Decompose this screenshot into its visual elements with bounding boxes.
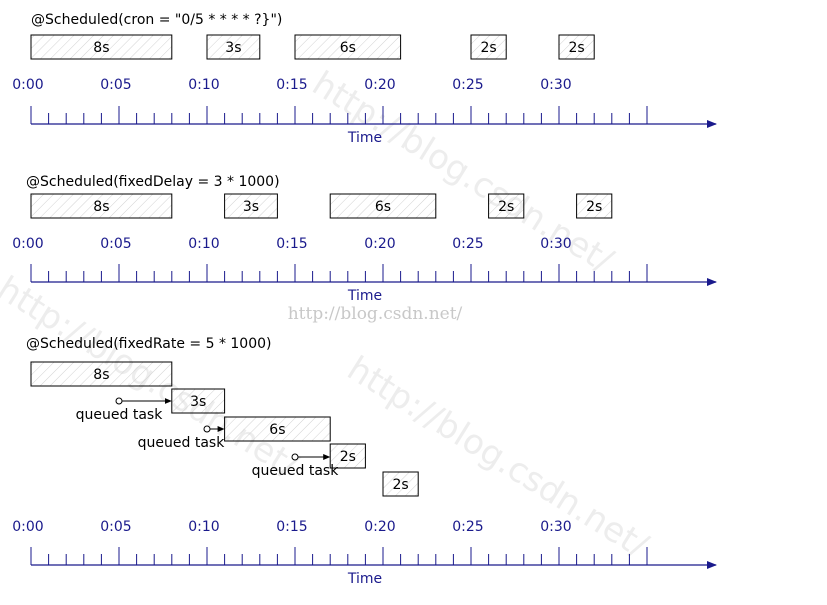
task-stack: 8s 3s 6s 2s 2s (30, 361, 419, 497)
tick-label: 0:20 (364, 77, 395, 93)
task-box (558, 34, 595, 60)
task-box (488, 193, 525, 219)
queued-task-label: queued task (252, 463, 340, 479)
tick-label: 0:15 (276, 519, 307, 535)
queued-task-label: queued task (138, 435, 226, 451)
task-box (470, 34, 507, 60)
task-duration-label: 2s (498, 199, 514, 215)
task-duration-label: 2s (340, 449, 356, 465)
tick-label: 0:05 (100, 77, 131, 93)
task-box (382, 471, 419, 497)
watermark-text: http://blog.csdn.net/ (288, 304, 463, 324)
task-duration-label: 6s (375, 199, 391, 215)
tick-label: 0:15 (276, 77, 307, 93)
tick-label: 0:10 (188, 519, 219, 535)
tick-label: 0:00 (12, 236, 43, 252)
queued-origin-dot (291, 453, 299, 461)
section-cron: @Scheduled(cron = "0/5 * * * * ?}") 8s 3s… (12, 12, 717, 146)
tick-label: 0:20 (364, 236, 395, 252)
task-box (224, 416, 331, 442)
task-duration-label: 8s (93, 40, 109, 56)
tick-label: 0:30 (540, 236, 571, 252)
tick-label: 0:25 (452, 519, 483, 535)
tick-label: 0:05 (100, 519, 131, 535)
task-duration-label: 6s (269, 422, 285, 438)
task-duration-label: 2s (568, 40, 584, 56)
tick-label: 0:15 (276, 236, 307, 252)
task-duration-label: 2s (586, 199, 602, 215)
task-box (171, 388, 226, 414)
section-fixed-delay: @Scheduled(fixedDelay = 3 * 1000) 8s 3s 6s… (12, 174, 717, 304)
task-duration-label: 3s (190, 394, 206, 410)
task-box (30, 193, 173, 219)
axis-label-time: Time (347, 288, 382, 304)
section-title: @Scheduled(fixedRate = 5 * 1000) (26, 336, 272, 352)
tick-label: 0:25 (452, 236, 483, 252)
axis-label-time: Time (347, 130, 382, 146)
task-row: 8s 3s 6s 2s 2s (30, 34, 595, 60)
task-box (30, 361, 173, 387)
queued-origin-dot (115, 397, 123, 405)
task-duration-label: 3s (243, 199, 259, 215)
task-duration-label: 6s (340, 40, 356, 56)
tick-label: 0:25 (452, 77, 483, 93)
tick-label: 0:30 (540, 519, 571, 535)
tick-label: 0:10 (188, 236, 219, 252)
task-box (329, 193, 437, 219)
section-fixed-rate: @Scheduled(fixedRate = 5 * 1000) 8s 3s 6s 2… (12, 336, 717, 587)
task-box (576, 193, 613, 219)
task-row: 8s 3s 6s 2s 2s (30, 193, 613, 219)
tick-label: 0:00 (12, 77, 43, 93)
task-box (294, 34, 402, 60)
tick-label: 0:30 (540, 77, 571, 93)
task-box (30, 34, 173, 60)
section-title: @Scheduled(cron = "0/5 * * * * ?}") (31, 12, 282, 28)
task-duration-label: 8s (93, 367, 109, 383)
task-box (329, 443, 366, 469)
task-box (224, 193, 278, 219)
task-duration-label: 2s (480, 40, 496, 56)
task-box (206, 34, 261, 60)
queued-task-label: queued task (76, 407, 164, 423)
task-duration-label: 3s (225, 40, 241, 56)
task-duration-label: 8s (93, 199, 109, 215)
tick-label: 0:05 (100, 236, 131, 252)
queued-origin-dot (203, 425, 211, 433)
tick-label: 0:20 (364, 519, 395, 535)
task-duration-label: 2s (392, 477, 408, 493)
tick-label: 0:00 (12, 519, 43, 535)
axis-label-time: Time (347, 571, 382, 587)
tick-label: 0:10 (188, 77, 219, 93)
queued-annotations: queued task queued task queued task (76, 397, 340, 479)
section-title: @Scheduled(fixedDelay = 3 * 1000) (26, 174, 280, 190)
